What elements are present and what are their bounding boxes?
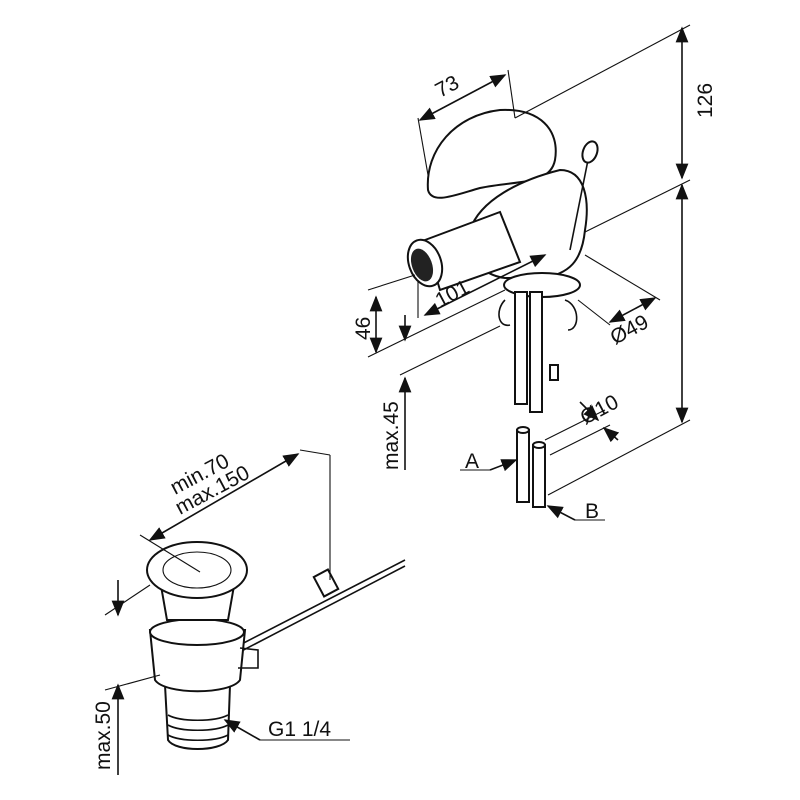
dim-46-label: 46 bbox=[352, 317, 375, 340]
dim-height-label: 126 bbox=[694, 83, 717, 118]
thread-label: G1 1/4 bbox=[268, 718, 331, 741]
dim-drain-height-label: max.50 bbox=[92, 701, 115, 770]
dim-max45-label: max.45 bbox=[380, 401, 403, 470]
dim-base-diameter-label: Ø49 bbox=[607, 310, 653, 349]
hose-b-label: B bbox=[585, 500, 599, 523]
faucet-drawing: 73 126 101 46 Ø49 max.45 Ø10 A B bbox=[352, 24, 717, 523]
drain-drawing: min.70 max.150 max.50 G1 1/4 bbox=[92, 449, 406, 775]
dim-handle-label: 73 bbox=[432, 71, 463, 102]
faucet-handle bbox=[426, 108, 557, 199]
hose-a-label: A bbox=[465, 450, 479, 473]
dim-hose-diameter-label: Ø10 bbox=[577, 390, 623, 429]
